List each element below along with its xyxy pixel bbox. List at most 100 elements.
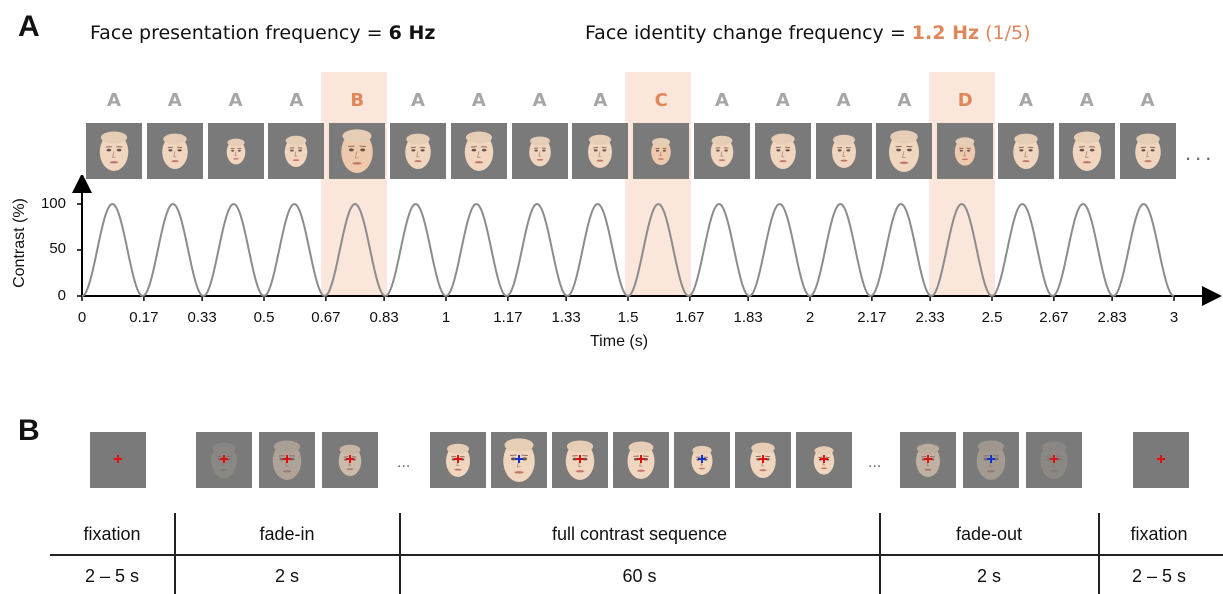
- x-tick-label: 3: [1169, 309, 1179, 326]
- sequence-letter: B: [350, 90, 365, 111]
- sequence-letter: A: [411, 90, 425, 111]
- table-column-divider: [1098, 513, 1100, 594]
- sequence-letter: A: [1079, 90, 1094, 111]
- face-image: [815, 123, 872, 179]
- phase-fade-in: fade-in: [259, 524, 315, 544]
- x-tick-label: 2.5: [981, 309, 1003, 326]
- y-axis-title: Contrast (%): [11, 198, 28, 288]
- face-image: [329, 123, 386, 179]
- face-image: [694, 123, 750, 179]
- phase-fixation-start: fixation: [83, 524, 141, 544]
- trial-image: [322, 432, 378, 488]
- presentation-frequency-text: Face presentation frequency = 6 Hz: [90, 22, 435, 44]
- x-tick-label: 0.5: [253, 309, 275, 326]
- y-tick-label: 0: [57, 287, 66, 304]
- identity-change-prefix: Face identity change frequency =: [585, 22, 912, 44]
- face-image: [1119, 123, 1176, 179]
- x-tick-label: 1.17: [493, 309, 523, 326]
- sequence-letter: A: [593, 90, 608, 111]
- phase-fixation-end: fixation: [1130, 524, 1188, 544]
- trial-image: [90, 432, 146, 488]
- sequence-letter: A: [775, 90, 790, 111]
- sequence-letter: A: [1019, 90, 1033, 111]
- highlight-band-d: [929, 72, 995, 297]
- duration-fade-in: 2 s: [274, 566, 299, 586]
- sequence-letter: A: [471, 90, 486, 111]
- sequence-letter: A: [289, 90, 304, 111]
- presentation-frequency-value: 6 Hz: [388, 22, 436, 44]
- trial-image: [430, 432, 486, 488]
- trial-image: [1133, 432, 1189, 488]
- table-divider: [50, 554, 1223, 556]
- x-tick-label: 1.5: [617, 309, 639, 326]
- sequence-letter: A: [107, 90, 121, 111]
- duration-fixation-end: 2 – 5 s: [1131, 566, 1187, 586]
- highlight-band-c: [625, 72, 691, 297]
- sequence-letter: A: [532, 90, 547, 111]
- sequence-letter: A: [836, 90, 851, 111]
- x-tick-label: 2.33: [915, 309, 945, 326]
- face-image: [86, 123, 142, 179]
- phase-full-contrast: full contrast sequence: [551, 524, 728, 544]
- sequence-letter: A: [228, 90, 243, 111]
- x-tick-label: 0.33: [187, 309, 217, 326]
- fade-in-ellipsis: ...: [397, 454, 411, 471]
- contrast-chart: [72, 175, 1222, 306]
- table-column-divider: [399, 513, 401, 594]
- sequence-letter: D: [957, 90, 973, 111]
- x-tick-label: 2.17: [857, 309, 887, 326]
- panel-b-label: B: [18, 414, 40, 447]
- face-image: [754, 123, 811, 179]
- duration-fade-out: 2 s: [976, 566, 1001, 586]
- presentation-frequency-prefix: Face presentation frequency =: [90, 22, 389, 44]
- face-image: [390, 123, 446, 179]
- x-tick-label: 0: [77, 309, 87, 326]
- fade-out-ellipsis: ...: [868, 454, 882, 471]
- face-image: [1058, 123, 1115, 179]
- trial-image: [552, 432, 608, 488]
- identity-change-ratio: (1/5): [985, 22, 1031, 44]
- face-image: [876, 123, 933, 179]
- face-image: [511, 123, 568, 179]
- face-image: [268, 123, 325, 179]
- y-tick-label: 100: [40, 195, 66, 212]
- face-image: [207, 123, 264, 179]
- trial-image: [735, 432, 791, 488]
- x-tick-label: 1.83: [733, 309, 763, 326]
- highlight-band-b: [321, 72, 387, 297]
- y-tick-label: 50: [49, 240, 66, 257]
- trial-image: [259, 432, 315, 488]
- identity-change-value: 1.2 Hz: [911, 22, 980, 44]
- x-axis-title: Time (s): [590, 333, 649, 350]
- face-image: [937, 123, 994, 179]
- face-image: [633, 123, 690, 179]
- face-sequence-ellipsis: ...: [1185, 140, 1216, 165]
- identity-change-frequency-text: Face identity change frequency = 1.2 Hz …: [585, 22, 1030, 44]
- x-tick-label: 1.67: [675, 309, 705, 326]
- x-tick-label: 1: [441, 309, 451, 326]
- trial-image: [1026, 432, 1082, 488]
- face-image: [572, 123, 629, 179]
- duration-fixation-start: 2 – 5 s: [84, 566, 140, 586]
- face-image: [998, 123, 1054, 179]
- sequence-letter: A: [167, 90, 182, 111]
- x-tick-label: 0.83: [369, 309, 399, 326]
- trial-image: [674, 432, 730, 488]
- phase-fade-out: fade-out: [955, 524, 1023, 544]
- x-tick-label: 0.17: [129, 309, 159, 326]
- table-column-divider: [879, 513, 881, 594]
- x-tick-label: 2: [805, 309, 815, 326]
- duration-full-contrast: 60 s: [622, 566, 657, 586]
- face-image: [450, 123, 507, 179]
- x-tick-label: 2.83: [1097, 309, 1127, 326]
- panel-a-label: A: [18, 10, 40, 43]
- contrast-curve: [81, 202, 1175, 298]
- face-image: [146, 123, 203, 179]
- sequence-letter: A: [897, 90, 912, 111]
- table-column-divider: [174, 513, 176, 594]
- trial-image: [613, 432, 669, 488]
- trial-image: [491, 432, 547, 488]
- trial-image: [963, 432, 1019, 488]
- trial-image: [900, 432, 956, 488]
- sequence-letter: A: [1140, 90, 1155, 111]
